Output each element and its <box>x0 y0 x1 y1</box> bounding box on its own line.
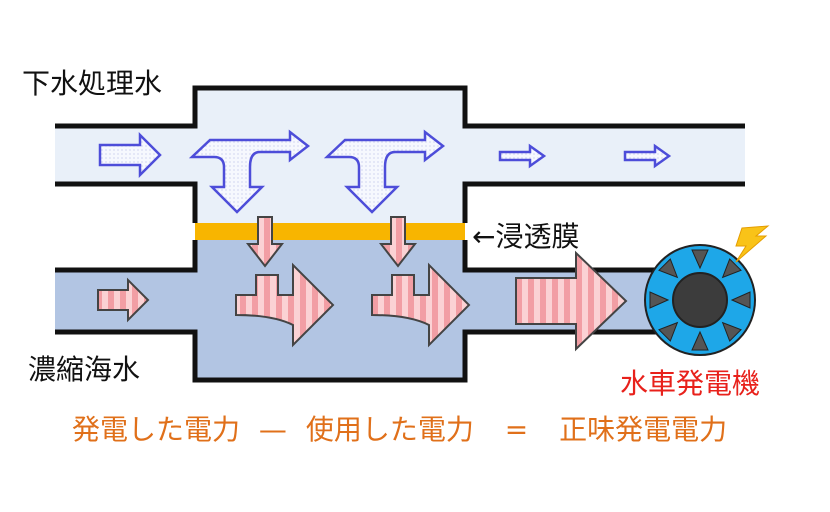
turbine-blade <box>730 291 751 309</box>
turbine-blade <box>721 321 742 342</box>
minus-sign: — <box>258 413 287 446</box>
fresh-water-label: 下水処理水 <box>22 67 163 100</box>
fresh-flow-arrow-icon <box>498 143 547 169</box>
turbine-blade <box>649 291 670 309</box>
osmotic-membrane <box>195 223 465 240</box>
fresh-flow-arrow-icon <box>98 131 162 179</box>
turbine-blade <box>721 258 742 279</box>
merge-flow-arrow-icon <box>235 262 335 348</box>
sea-water-label: 濃縮海水 <box>28 353 141 386</box>
membrane-label: ←浸透膜 <box>472 220 580 253</box>
pipe-walls <box>55 85 745 383</box>
generated-power: 発電した電力 <box>72 413 241 446</box>
turbine-blade <box>658 258 679 279</box>
permeation-arrow-icon <box>245 216 285 268</box>
sea-flow-arrow-icon <box>97 277 150 323</box>
fresh-flow-arrow-icon <box>623 143 672 169</box>
split-flow-arrow-icon <box>323 129 446 214</box>
equals-sign: = <box>504 413 529 446</box>
merge-flow-arrow-icon <box>371 262 471 348</box>
net-power: 正味発電電力 <box>559 413 728 446</box>
turbine-generator-icon <box>644 244 756 356</box>
lightning-icon <box>735 225 770 263</box>
large-flow-arrow-icon <box>515 250 628 352</box>
turbine-blade <box>658 321 679 342</box>
permeation-arrow-icon <box>378 216 418 268</box>
split-flow-arrow-icon <box>188 129 311 214</box>
power-equation: 発電した電力 — 使用した電力 = 正味発電電力 <box>72 408 727 448</box>
generator-label: 水車発電機 <box>620 367 761 400</box>
turbine-blade <box>691 249 709 270</box>
consumed-power: 使用した電力 <box>305 413 474 446</box>
turbine-blade <box>691 330 709 351</box>
